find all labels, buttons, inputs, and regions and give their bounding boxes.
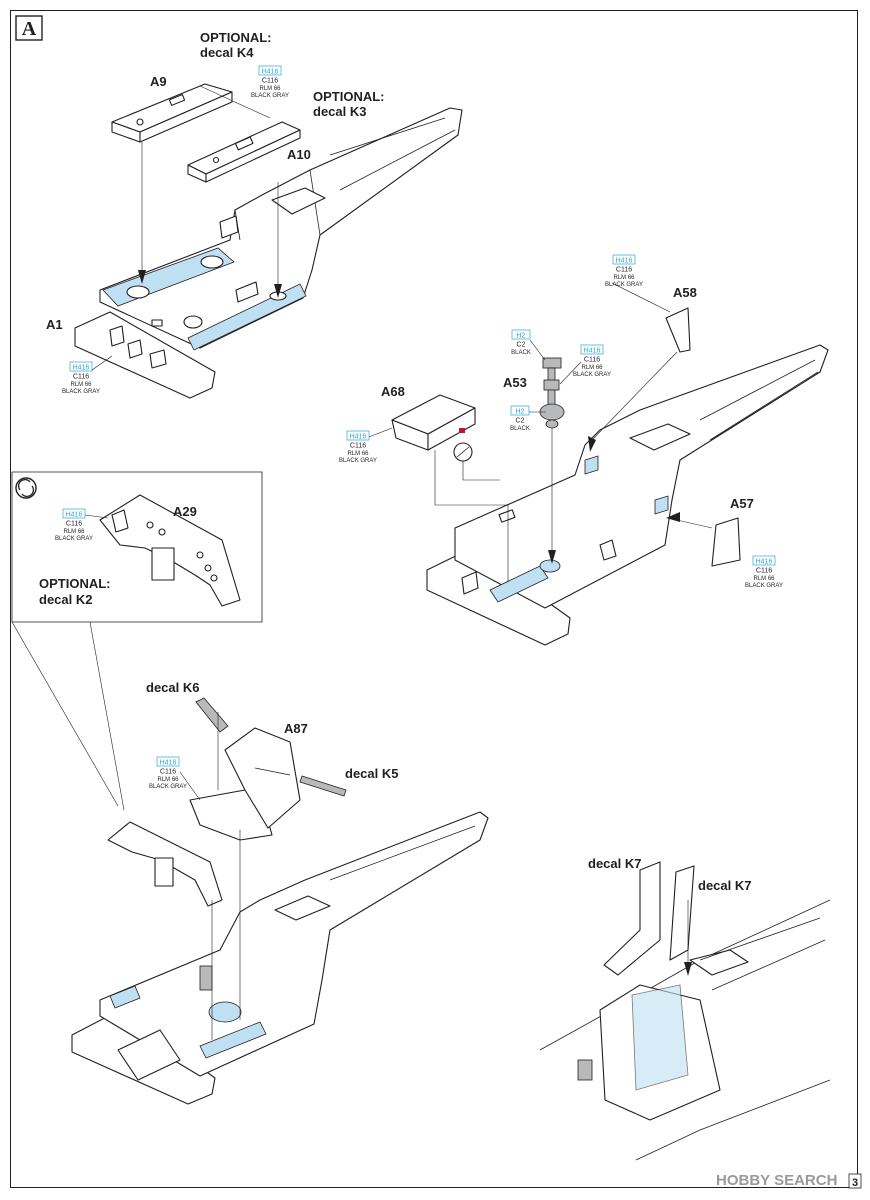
svg-text:RLM 66: RLM 66 — [581, 365, 603, 371]
svg-text:RLM 66: RLM 66 — [70, 382, 92, 388]
cockpit-assembly-bottom-left — [71, 811, 489, 1105]
note-decal-k7-left: decal K7 — [588, 856, 641, 871]
alternative-assembly-icon — [15, 477, 37, 499]
part-a57 — [711, 517, 741, 567]
svg-text:H416: H416 — [616, 258, 633, 265]
svg-text:BLACK GRAY: BLACK GRAY — [149, 784, 187, 790]
svg-text:C116: C116 — [350, 443, 366, 450]
svg-text:C116: C116 — [756, 568, 772, 575]
step-letter: A — [22, 18, 37, 40]
svg-text:BLACK: BLACK — [511, 350, 531, 356]
paint-callout-a53-top: H2 C2 BLACK — [511, 329, 531, 356]
cockpit-assembly-right — [426, 344, 829, 646]
note-optional-k4-line2: decal K4 — [200, 45, 254, 60]
svg-text:C116: C116 — [262, 78, 278, 85]
part-a87 — [189, 727, 301, 841]
svg-text:H2: H2 — [517, 333, 526, 340]
svg-text:C116: C116 — [73, 374, 89, 381]
svg-text:H416: H416 — [262, 69, 279, 76]
svg-text:RLM 66: RLM 66 — [157, 777, 179, 783]
svg-text:BLACK GRAY: BLACK GRAY — [339, 458, 377, 464]
part-a68 — [391, 394, 476, 462]
svg-text:H416: H416 — [350, 434, 367, 441]
note-optional-k3-line1: OPTIONAL: — [313, 89, 385, 104]
note-optional-k2-line1: OPTIONAL: — [39, 576, 111, 591]
part-a9 — [111, 83, 233, 143]
label-a1: A1 — [46, 317, 63, 332]
svg-text:H2: H2 — [516, 409, 525, 416]
paint-callout-a53-bottom: H2 C2 BLACK — [510, 405, 530, 432]
svg-text:H416: H416 — [73, 365, 90, 372]
svg-text:BLACK GRAY: BLACK GRAY — [55, 536, 93, 542]
svg-text:C2: C2 — [516, 418, 525, 425]
svg-text:C116: C116 — [160, 769, 176, 776]
note-decal-k7-right: decal K7 — [698, 878, 751, 893]
svg-text:BLACK GRAY: BLACK GRAY — [573, 372, 611, 378]
label-a9: A9 — [150, 74, 167, 89]
svg-text:C2: C2 — [517, 342, 526, 349]
svg-text:C116: C116 — [66, 521, 82, 528]
svg-text:H416: H416 — [160, 760, 177, 767]
note-optional-k4-line1: OPTIONAL: — [200, 30, 272, 45]
note-optional-k3-line2: decal K3 — [313, 104, 366, 119]
note-optional-k2-line2: decal K2 — [39, 592, 92, 607]
decal-k5-strap — [299, 775, 347, 797]
decal-k6-strap — [195, 697, 229, 733]
svg-text:BLACK: BLACK — [510, 426, 530, 432]
decal-k7-belts — [603, 861, 695, 976]
paint-callout-a1: H416 C116 RLM 66 BLACK GRAY — [62, 361, 100, 395]
paint-callout-a57: H416 C116 RLM 66 BLACK GRAY — [745, 555, 783, 589]
label-a68: A68 — [381, 384, 405, 399]
alternative-panel — [11, 471, 263, 811]
label-a29: A29 — [173, 504, 197, 519]
paint-callout-a53-mid: H416 C116 RLM 66 BLACK GRAY — [573, 344, 611, 378]
label-a53: A53 — [503, 375, 527, 390]
svg-text:BLACK GRAY: BLACK GRAY — [745, 583, 783, 589]
svg-text:RLM 66: RLM 66 — [347, 451, 369, 457]
cockpit-assembly-bottom-right — [539, 899, 831, 1161]
label-a58: A58 — [673, 285, 697, 300]
paint-callout-a87: H416 C116 RLM 66 BLACK GRAY — [149, 756, 187, 790]
svg-text:RLM 66: RLM 66 — [63, 529, 85, 535]
watermark-text: HOBBY SEARCH — [716, 1172, 837, 1189]
part-a58 — [665, 307, 691, 353]
paint-callout-a9-a10: H416 C116 RLM 66 BLACK GRAY — [251, 65, 289, 99]
part-a10 — [187, 121, 301, 183]
cockpit-floor-a1 — [74, 107, 463, 399]
svg-text:BLACK GRAY: BLACK GRAY — [251, 93, 289, 99]
label-a87: A87 — [284, 721, 308, 736]
svg-text:RLM 66: RLM 66 — [259, 86, 281, 92]
svg-text:BLACK GRAY: BLACK GRAY — [605, 282, 643, 288]
svg-text:C116: C116 — [584, 357, 600, 364]
paint-callout-a29: H416 C116 RLM 66 BLACK GRAY — [55, 508, 93, 542]
svg-text:H416: H416 — [66, 512, 83, 519]
svg-text:RLM 66: RLM 66 — [753, 576, 775, 582]
paint-callout-a68: H416 C116 RLM 66 BLACK GRAY — [339, 430, 377, 464]
svg-text:H416: H416 — [756, 559, 773, 566]
step-letter-box: A — [15, 15, 43, 41]
label-a10: A10 — [287, 147, 311, 162]
part-a29-placement — [107, 821, 223, 907]
page-frame — [10, 10, 858, 1188]
note-decal-k5: decal K5 — [345, 766, 398, 781]
part-a53 — [539, 357, 565, 429]
svg-text:BLACK GRAY: BLACK GRAY — [62, 389, 100, 395]
paint-callout-a58: H416 C116 RLM 66 BLACK GRAY — [605, 254, 643, 288]
svg-text:RLM 66: RLM 66 — [613, 275, 635, 281]
label-a57: A57 — [730, 496, 754, 511]
part-a29 — [99, 494, 241, 607]
note-decal-k6: decal K6 — [146, 680, 199, 695]
page-number: 3 — [852, 1177, 858, 1189]
svg-text:H416: H416 — [584, 348, 601, 355]
svg-text:C116: C116 — [616, 267, 632, 274]
